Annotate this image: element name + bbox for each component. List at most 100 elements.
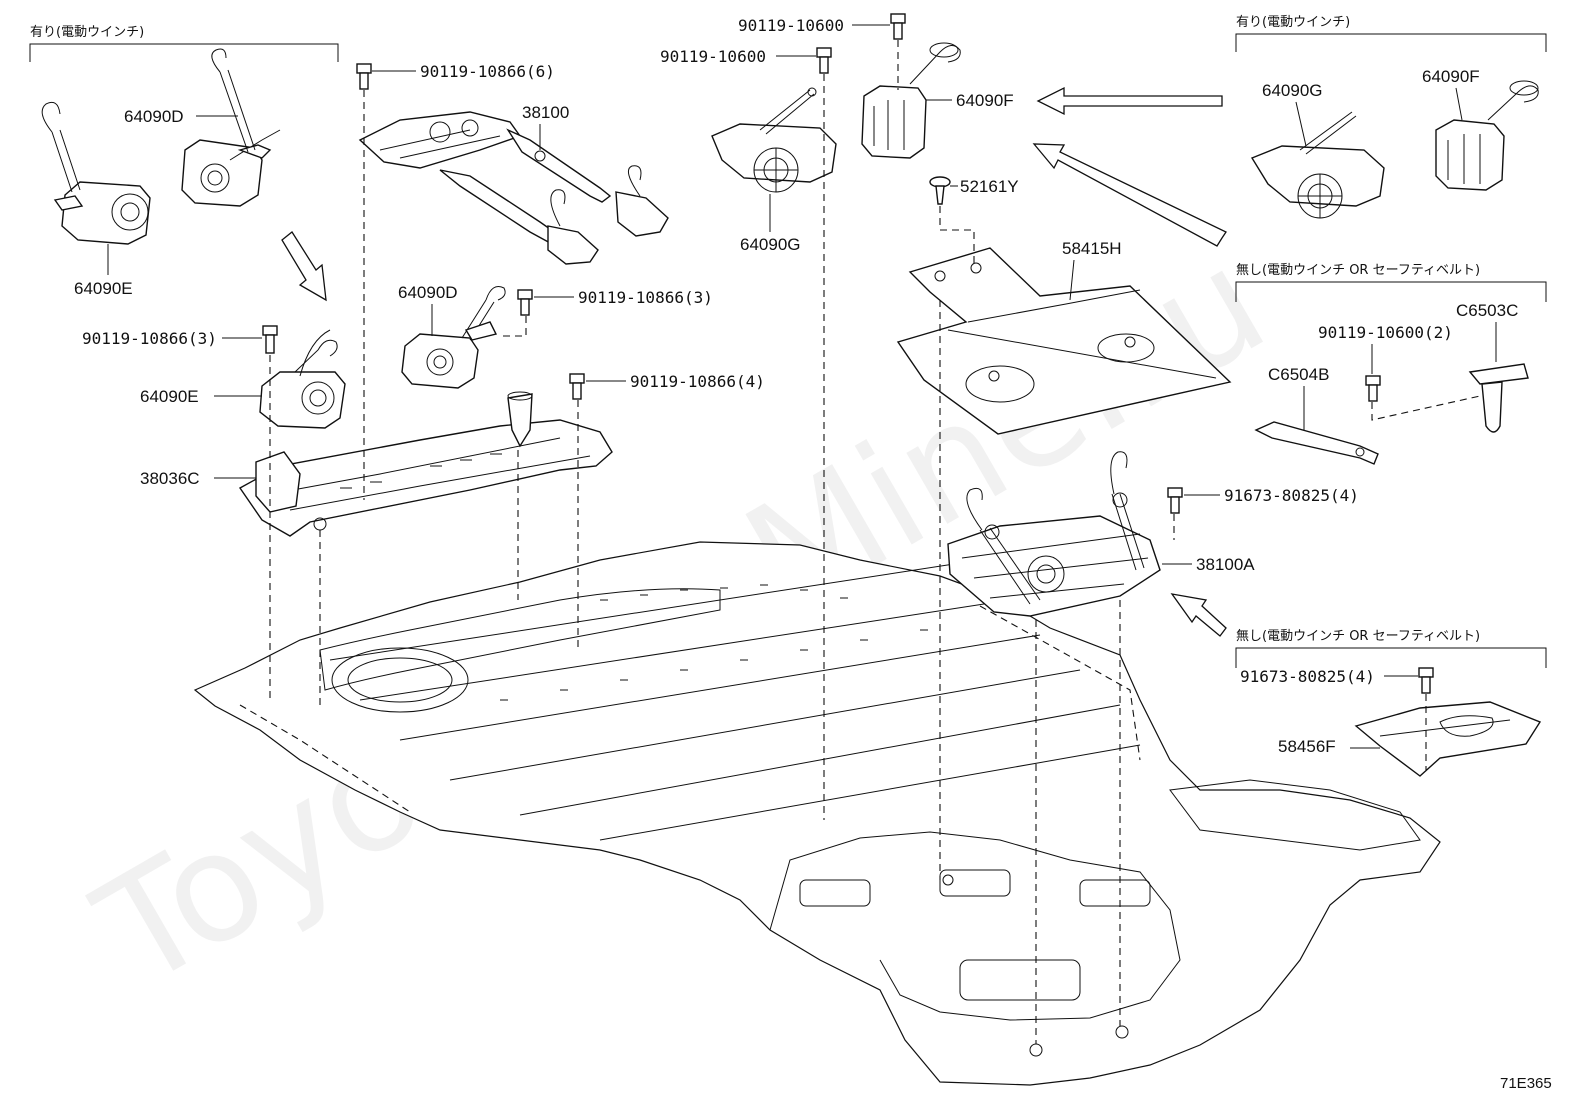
label-64090e-mid: 64090E [140, 387, 199, 406]
label-bolt-mid-4: 90119-10866(4) [630, 372, 765, 391]
label-64090d-mid: 64090D [398, 283, 458, 302]
label-64090e-left: 64090E [74, 279, 133, 298]
group-58415h: 52161Y 58415H [896, 176, 1232, 435]
winch-unit-64090f-right [1435, 80, 1539, 191]
note-right-with-winch: 有り(電動ウインチ) [1236, 15, 1350, 30]
group-left-with-winch: 有り(電動ウインチ) 64090D 64090E [29, 25, 339, 302]
bolt-mid-4 [569, 373, 585, 400]
bracket-38036c [238, 391, 613, 537]
arrow-64090f [1036, 86, 1223, 116]
label-bolt-center-top: 90119-10600 [738, 16, 844, 35]
label-c6503c: C6503C [1456, 301, 1518, 320]
label-64090f-right: 64090F [1422, 67, 1480, 86]
arrow-left-group [281, 231, 327, 302]
floor-rib-2 [359, 599, 1011, 701]
plate-58456f [1354, 701, 1542, 777]
floor-slot-3 [1079, 879, 1151, 907]
label-bolt-right-4: 91673-80825(4) [1240, 667, 1375, 686]
dash-mid-3 [500, 316, 527, 337]
floor-tunnel [319, 588, 721, 691]
label-bolt-mid-3: 90119-10866(3) [578, 288, 713, 307]
bolt-left-3 [262, 325, 278, 354]
strap-c6503c [1468, 363, 1529, 433]
floor-slot-4 [959, 959, 1081, 1001]
bracket-right-with-winch [1235, 33, 1547, 52]
floor-pan [193, 541, 1441, 1086]
note-right-without-2: 無し(電動ウインチ OR セーフティベルト) [1236, 629, 1480, 644]
clip-52161y [929, 176, 951, 205]
group-38100: 90119-10866(6) 38100 [356, 62, 669, 265]
bolt-right-2 [1365, 375, 1381, 402]
floor-mount-3 [942, 874, 954, 886]
arrow-38100a [1170, 593, 1227, 637]
label-38036c: 38036C [140, 469, 200, 488]
label-38100: 38100 [522, 103, 569, 122]
label-bolt-left-3: 90119-10866(3) [82, 329, 217, 348]
floor-rib-6 [599, 744, 1141, 841]
leader-58415h [1069, 259, 1075, 301]
bracket-left-with-winch [29, 43, 339, 62]
bolt-mid-3 [517, 289, 533, 316]
figure-code: 71E365 [1500, 1075, 1552, 1092]
bracket-right-without-2 [1235, 647, 1547, 668]
assembly-lines [239, 40, 1481, 1044]
label-bolt-right-2: 90119-10600(2) [1318, 323, 1453, 342]
bolt-rear-4 [1167, 487, 1183, 514]
winch-unit-64090e-mid [259, 329, 346, 429]
label-bolt-top-6: 90119-10866(6) [420, 62, 555, 81]
floor-mount-2 [1115, 1025, 1129, 1039]
note-right-without-1: 無し(電動ウインチ OR セーフティベルト) [1236, 263, 1480, 278]
arrow-64090g [1032, 143, 1227, 247]
bracket-c6504b [1254, 421, 1379, 465]
label-64090d-left: 64090D [124, 107, 184, 126]
winch-unit-64090g-center [711, 87, 837, 193]
winch-unit-64090d-mid [401, 286, 506, 389]
floor-holes [500, 584, 928, 701]
label-52161y: 52161Y [960, 177, 1019, 196]
winch-unit-64090g-right [1250, 111, 1385, 219]
floor-rear-step [769, 831, 1181, 1021]
dash-clip-top [939, 206, 975, 268]
label-c6504b: C6504B [1268, 365, 1329, 384]
label-bolt-center-left: 90119-10600 [660, 47, 766, 66]
group-38036c: 90119-10866(3) 64090E 38036C [82, 283, 765, 537]
bolt-right-4 [1418, 667, 1434, 694]
leader-64090g-right [1295, 101, 1307, 147]
group-right-without-1: 無し(電動ウインチ OR セーフティベルト) C6503C 90119-1060… [1235, 263, 1547, 465]
leader-64090f-right [1455, 87, 1463, 121]
group-right-with-winch: 有り(電動ウインチ) 64090G 64090F [1235, 15, 1547, 219]
label-58456f: 58456F [1278, 737, 1336, 756]
mat-58415h [896, 247, 1232, 435]
label-64090g-center: 64090G [740, 235, 801, 254]
group-38100a: 38100A 91673-80825(4) [947, 451, 1359, 637]
note-left-with-winch: 有り(電動ウインチ) [30, 25, 144, 40]
floor-slot-1 [799, 879, 871, 907]
dash-floor-edge [239, 605, 1141, 813]
floor-slot-2 [939, 869, 1011, 897]
floor-rib-3 [399, 634, 1041, 741]
bolt-center-top [890, 13, 906, 40]
winch-unit-64090f-center [861, 42, 961, 159]
group-center-winch: 90119-10600 90119-10600 64090G 64090F [660, 13, 1227, 254]
floor-rib-1 [329, 559, 981, 661]
floor-rear-panel [1169, 779, 1421, 851]
label-38100a: 38100A [1196, 555, 1255, 574]
floor-spare-well [331, 647, 469, 713]
frame-38100a [947, 451, 1161, 617]
bracket-right-without-1 [1235, 281, 1547, 302]
winch-unit-64090d-left [181, 48, 281, 207]
label-64090f-center: 64090F [956, 91, 1014, 110]
winch-unit-64090e-left [41, 101, 151, 245]
dash-right-2 [1371, 395, 1481, 421]
label-58415h: 58415H [1062, 239, 1122, 258]
label-64090g-right: 64090G [1262, 81, 1323, 100]
floor-rib-5 [519, 704, 1121, 816]
floor-spare-well-inner [347, 657, 453, 703]
label-bolt-rear-4: 91673-80825(4) [1224, 486, 1359, 505]
bolt-top-6 [356, 63, 372, 90]
frame-38100 [358, 111, 669, 265]
floor-rib-4 [449, 669, 1081, 781]
bolt-center-left [816, 47, 832, 74]
group-right-without-2: 無し(電動ウインチ OR セーフティベルト) 91673-80825(4) 58… [1235, 629, 1547, 777]
